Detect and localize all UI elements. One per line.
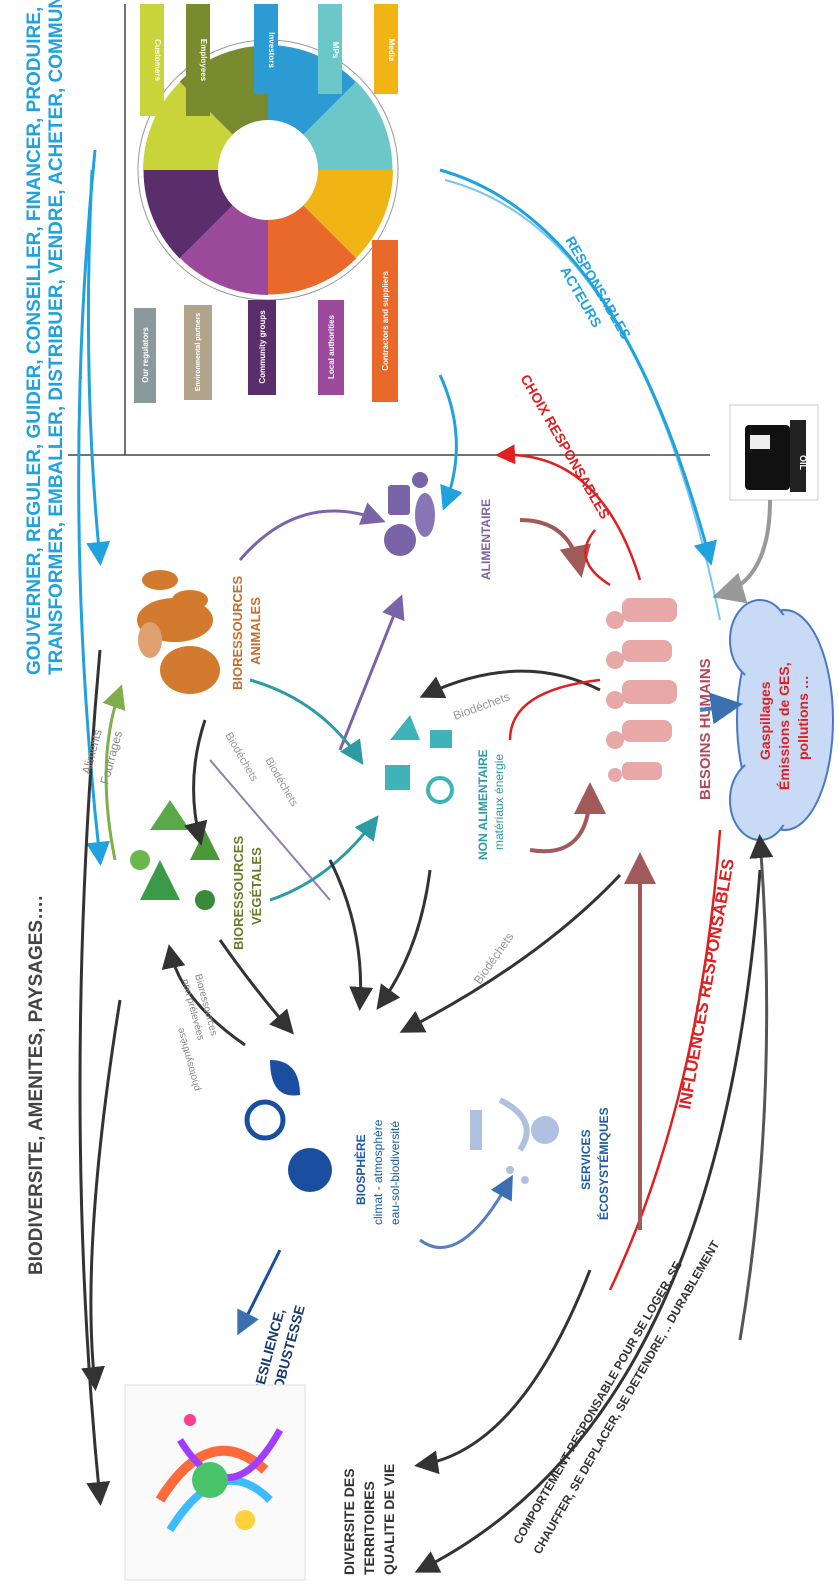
plant-icons [130,800,220,910]
arrow-anim-to-bio [328,859,374,1011]
arrow-veg-to-bio [218,939,294,1035]
tag-local-authorities: Local authorities [327,314,336,379]
biodechets-b: Biodéchets [262,756,300,810]
non-alimentaire-2: matériaux énergie [492,754,506,850]
comportement-1: COMPORTEMENT RESPONSABLE POUR SE LOGER, … [510,1259,684,1547]
services-1: SERVICES [579,1130,593,1190]
stakeholder-wheel: Customers Employees Investors MPs Media … [134,4,399,403]
arrow-anim-to-nonalim [249,678,364,765]
alimentaire-label: ALIMENTAIRE [479,499,493,580]
arrow-alim-to-besoins [519,518,591,578]
arrow-to-diversite-1 [414,1269,592,1475]
diversite-3: QUALITE DE VIE [381,1464,397,1575]
arrow-nonalim-to-bio [376,869,432,1010]
emissions-cloud [729,599,834,841]
people-icons [606,598,677,782]
animal-icons [137,570,220,694]
bio-animales-1: BIORESSOURCES [230,576,245,690]
arrow-bio-to-services [419,1174,513,1249]
tag-mps: MPs [331,42,340,59]
colorful-splash-image [124,1384,306,1581]
oil-pump-icon: OIL [729,404,819,501]
arrow-resilience [237,1249,282,1336]
tag-customers: Customers [153,39,162,81]
services-icons [470,1097,559,1184]
wheel-seg-contractors [268,205,357,295]
non-food-icons [385,715,454,804]
gaspillages-3: pollutions … [795,675,811,760]
arrow-bio-to-veg [161,944,246,1047]
biosphere-3: eau-sol-biodiversité [388,1121,402,1225]
biodechets-c: Biodéchets [451,689,512,722]
arrow-choix [495,444,642,581]
tag-contractors: Contractors and suppliers [381,271,390,371]
arrow-anim-to-alim [238,502,386,561]
bio-vegetales-1: BIORESSOURCES [231,836,246,950]
oil-label: OIL [798,455,808,471]
gaspillages-1: Gaspillages [757,681,773,760]
left-caption: BIODIVERSITE, AMENITES, PAYSAGES…. [26,896,47,1275]
arrow-oil [712,499,772,604]
arrow-choix-besoins [584,529,611,587]
biosphere-1: BIOSPHÈRE [353,1134,368,1205]
besoins-humains-label: BESOINS HUMAINS [697,658,714,800]
arrow-red-influences [608,829,722,1291]
arrow-besoins-to-cloud [699,692,743,725]
wheel-seg-local-authorities [180,205,268,295]
diversite-1: DIVERSITE DES [341,1468,357,1575]
arrow-left-arc-2 [81,999,122,1391]
diversite-2: TERRITOIRES [361,1481,377,1575]
top-verbs-line2: TRANSFORMER, EMBALLER, DISTRIBUER, VENDR… [46,0,67,675]
top-verbs-line1: GOUVERNER, REGULER, GUIDER, CONSEILLER, … [24,7,45,675]
non-alimentaire-1: NON ALIMENTAIRE [476,749,490,860]
tag-community: Community groups [258,310,267,384]
arrow-to-diversite-2 [414,869,762,1573]
stakeholder-tags-right: Customers Employees Investors MPs Media [140,4,398,116]
gaspillages-2: Émissions de GES, [776,662,792,790]
tag-investors: Investors [267,32,276,68]
wheel-seg-media [303,170,393,258]
tag-employees: Employees [199,39,208,82]
food-icons [384,472,435,556]
bio-vegetales-2: VÉGÉTALES [249,847,264,925]
arrow-to-cloud-bottom [738,834,774,1341]
top-verbs: GOUVERNER, REGULER, GUIDER, CONSEILLER, … [24,0,85,675]
biodechets-a: Biodéchets [222,731,260,785]
arrow-left-arc-1 [78,649,111,1506]
arrow-besoins-to-bio [399,873,622,1033]
arrow-anim-to-veg [183,719,208,846]
arrow-blue-alim [438,374,463,511]
tag-media: Media [387,39,396,62]
wheel-seg-customers [143,82,233,170]
stakeholder-tags-left: Our regulators Environmental partners Co… [134,240,398,403]
arrow-aliments [102,684,126,861]
arrow-nonalim-to-alim [338,594,405,751]
tag-regulators: Our regulators [141,327,150,383]
wheel-seg-mps [303,81,393,170]
biosphere-icons [244,1060,332,1192]
arrow-acteurs-to-cloud [444,179,721,621]
services-2: ÉCOSYSTÉMIQUES [596,1107,611,1220]
bio-animales-2: ANIMALES [248,597,263,665]
arrow-blue-anim [86,169,111,566]
line-biodechets-purple [209,759,331,901]
comportement-2: CHAUFFER, SE DEPLACER, SE DETENDRE, .. D… [530,1238,722,1557]
top-verbs-ellipsis: …… [69,352,85,380]
arrow-red-nonalim [508,678,601,741]
influences-label: INFLUENCES RESPONSABLES [675,857,738,1111]
arrow-veg-to-nonalim [269,815,379,902]
wheel-seg-community [143,170,233,259]
tag-environmental: Environmental partners [195,313,202,392]
arrow-nonalim-to-besoins [529,782,606,854]
biosphere-2: climat - atmosphère [371,1119,385,1225]
